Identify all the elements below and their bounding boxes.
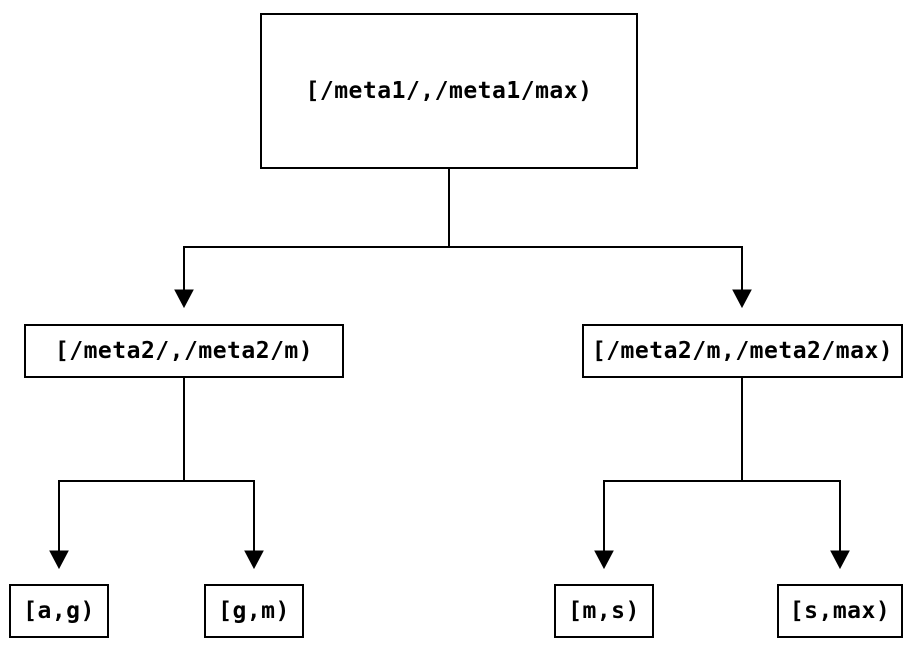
tree-node-label: [a,g) — [23, 598, 95, 624]
tree-node-leaf-ag: [a,g) — [9, 584, 109, 638]
tree-node-label: [g,m) — [218, 598, 290, 624]
tree-node-leaf-smax: [s,max) — [777, 584, 903, 638]
arrow-down-icon — [830, 550, 850, 570]
arrow-down-icon — [174, 289, 194, 309]
tree-node-label: [/meta2/,/meta2/m) — [54, 338, 314, 364]
tree-node-label: [m,s) — [568, 598, 640, 624]
tree-node-label: [/meta1/,/meta1/max) — [305, 78, 593, 104]
arrow-down-icon — [732, 289, 752, 309]
tree-node-meta2-left: [/meta2/,/meta2/m) — [24, 324, 344, 378]
tree-node-root: [/meta1/,/meta1/max) — [260, 13, 638, 169]
tree-node-leaf-gm: [g,m) — [204, 584, 304, 638]
arrow-down-icon — [244, 550, 264, 570]
tree-node-leaf-ms: [m,s) — [554, 584, 654, 638]
tree-node-label: [/meta2/m,/meta2/max) — [591, 338, 894, 364]
tree-node-meta2-right: [/meta2/m,/meta2/max) — [582, 324, 903, 378]
arrow-down-icon — [594, 550, 614, 570]
tree-node-label: [s,max) — [789, 598, 891, 624]
arrow-down-icon — [49, 550, 69, 570]
